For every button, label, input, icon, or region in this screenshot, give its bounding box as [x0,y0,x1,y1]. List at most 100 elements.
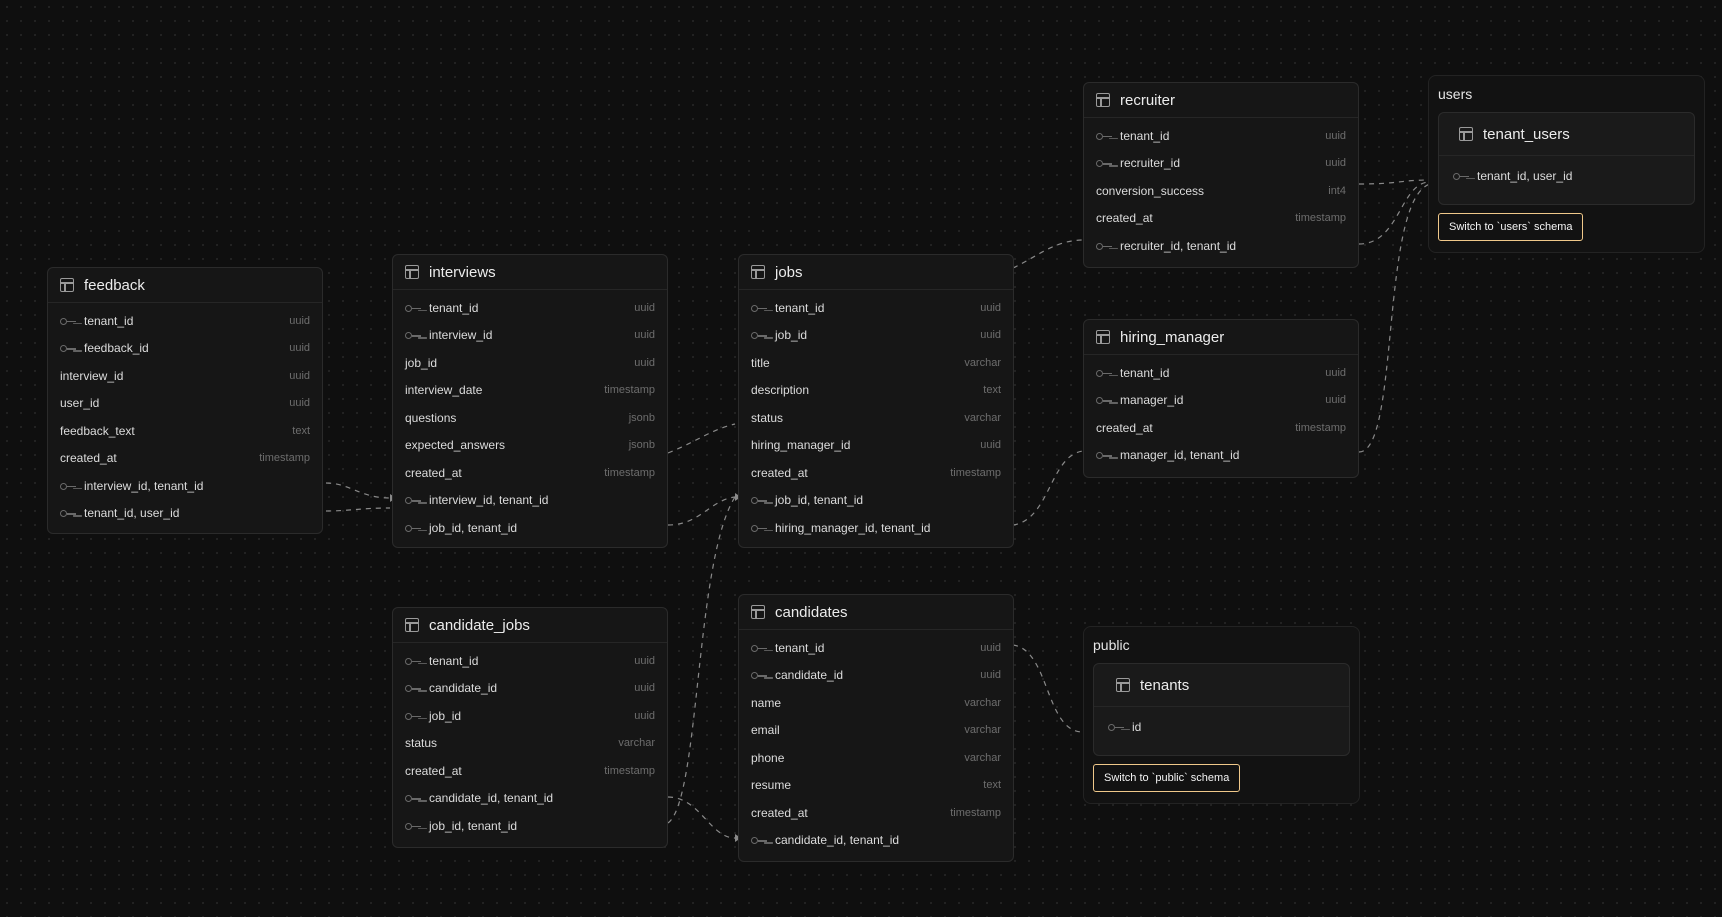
column-name: job_id, tenant_id [429,818,518,833]
column-name: recruiter_id [1120,156,1181,171]
column-row[interactable]: job_id, tenant_id [393,812,667,840]
column-name: tenant_id, user_id [84,506,180,521]
column-row[interactable]: interview_id, tenant_id [393,487,667,515]
column-name: hiring_manager_id, tenant_id [775,520,931,535]
column-name: tenant_id [429,653,479,668]
column-list: tenant_id, user_id [1439,156,1694,190]
table-icon [1096,330,1110,344]
column-type: uuid [289,314,310,327]
column-row[interactable]: hiring_manager_id, tenant_id [739,514,1013,542]
column-type: varchar [964,411,1001,424]
table-header: hiring_manager [1084,320,1358,355]
column-type: uuid [1325,157,1346,170]
column-type: varchar [964,356,1001,369]
column-name: feedback_id [84,341,149,356]
column-type: uuid [980,439,1001,452]
column-name: tenant_id [429,300,479,315]
column-row[interactable]: tenant_id, user_id [48,500,322,528]
column-name: interview_date [405,383,483,398]
column-row[interactable]: interview_id, tenant_id [48,472,322,500]
column-name: created_at [1096,420,1153,435]
key-icon [1096,159,1112,168]
column-name: created_at [751,805,808,820]
switch-users-schema-button[interactable]: Switch to `users` schema [1438,213,1584,241]
column-row[interactable]: user_id uuid [48,390,322,418]
key-icon [405,657,421,665]
table-icon [405,265,419,279]
table-icon [405,618,419,632]
column-name: conversion_success [1096,183,1205,198]
column-name: user_id [60,396,100,411]
column-row[interactable]: recruiter_id uuid [1084,150,1358,178]
table-header: tenant_users [1439,113,1694,156]
column-row[interactable]: job_id, tenant_id [393,514,667,542]
column-row[interactable]: candidate_id, tenant_id [739,827,1013,855]
column-name: candidate_id [429,681,498,696]
column-name: job_id, tenant_id [429,520,518,535]
edge-interviews-jobs-1 [667,423,736,454]
switch-public-schema-button[interactable]: Switch to `public` schema [1093,764,1241,792]
column-row[interactable]: job_id, tenant_id [739,487,1013,515]
column-row[interactable]: tenant_id, user_id [1441,162,1694,190]
column-row[interactable]: id [1096,713,1349,741]
edge-jobs-recruiter [1012,239,1085,269]
column-row[interactable]: recruiter_id, tenant_id [1084,232,1358,260]
table-tenants[interactable]: tenants id [1093,663,1350,756]
table-tenant-users[interactable]: tenant_users tenant_id, user_id [1438,112,1695,205]
column-row[interactable]: candidate_id, tenant_id [393,785,667,813]
column-type: jsonb [628,439,655,452]
column-type: uuid [634,356,655,369]
column-name: job_id [775,328,808,343]
column-row[interactable]: manager_id, tenant_id [1084,442,1358,470]
column-name: manager_id [1120,393,1184,408]
column-type: uuid [289,397,310,410]
